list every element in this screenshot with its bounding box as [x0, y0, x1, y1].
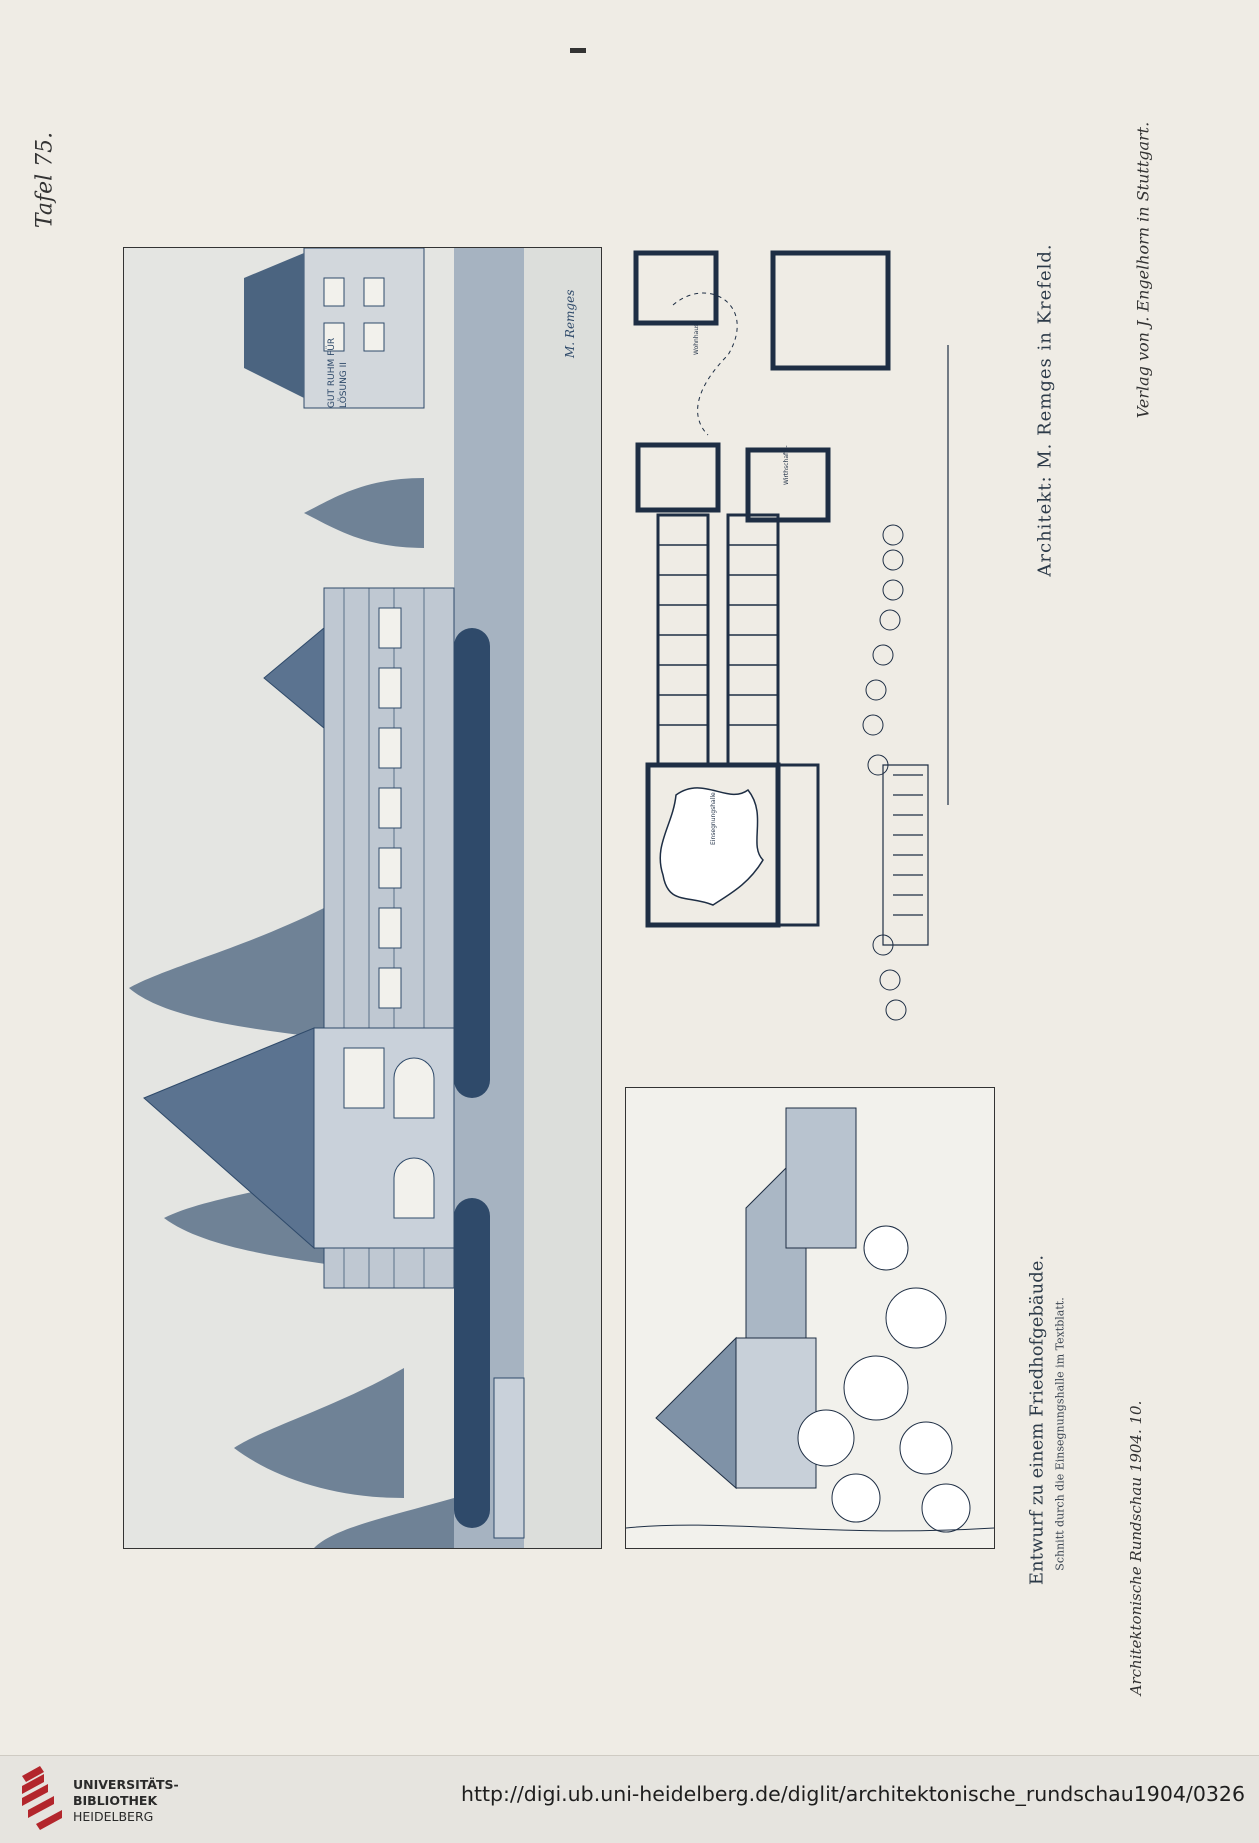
library-name: UNIVERSITÄTS- BIBLIOTHEK HEIDELBERG	[73, 1777, 203, 1825]
room-label-mid: Wirthschafts-	[783, 445, 790, 485]
room-label-hall: Einsegnungshalle	[710, 792, 717, 845]
caption-title: Entwurf zu einem Friedhofgebäude.	[1026, 1254, 1048, 1586]
publisher-credit: Verlag von J. Engelhorn in Stuttgart.	[1133, 121, 1153, 419]
architect-credit: Architekt: M. Remges in Krefeld.	[1034, 243, 1056, 577]
digitization-footer	[0, 1755, 1259, 1843]
perspective-illustration	[626, 1088, 994, 1548]
plan-illustration: Einsegnungshalle Wirthschafts- Wohnhaus	[633, 250, 949, 1021]
library-logo-icon	[22, 1766, 62, 1830]
motto-line2: LÖSUNG II	[338, 362, 349, 408]
elevation-drawing: GUT RUHM FÜR LÖSUNG II M. Remges	[123, 247, 602, 1549]
library-line3: HEIDELBERG	[73, 1809, 154, 1824]
journal-reference: Architektonische Rundschau 1904. 10.	[1127, 1400, 1145, 1696]
motto-line1: GUT RUHM FÜR	[326, 338, 337, 408]
perspective-drawing	[625, 1087, 995, 1549]
plate-label: Tafel 75.	[32, 131, 58, 229]
floor-plan: Einsegnungshalle Wirthschafts- Wohnhaus	[628, 245, 1000, 1060]
elevation-illustration: GUT RUHM FÜR LÖSUNG II M. Remges	[129, 248, 601, 1548]
print-mark	[570, 48, 586, 53]
caption-subtitle: Schnitt durch die Einsegnungshalle im Te…	[1053, 1297, 1067, 1571]
signature: M. Remges	[563, 290, 577, 359]
library-line2: BIBLIOTHEK	[73, 1793, 158, 1808]
plan-legend: Wohnhaus	[693, 324, 700, 355]
permalink-url[interactable]: http://digi.ub.uni-heidelberg.de/diglit/…	[460, 1782, 1245, 1806]
scanned-plate: Tafel 75. Architekt: M. Remges in Krefel…	[32, 48, 1153, 1696]
library-line1: UNIVERSITÄTS-	[73, 1777, 179, 1792]
